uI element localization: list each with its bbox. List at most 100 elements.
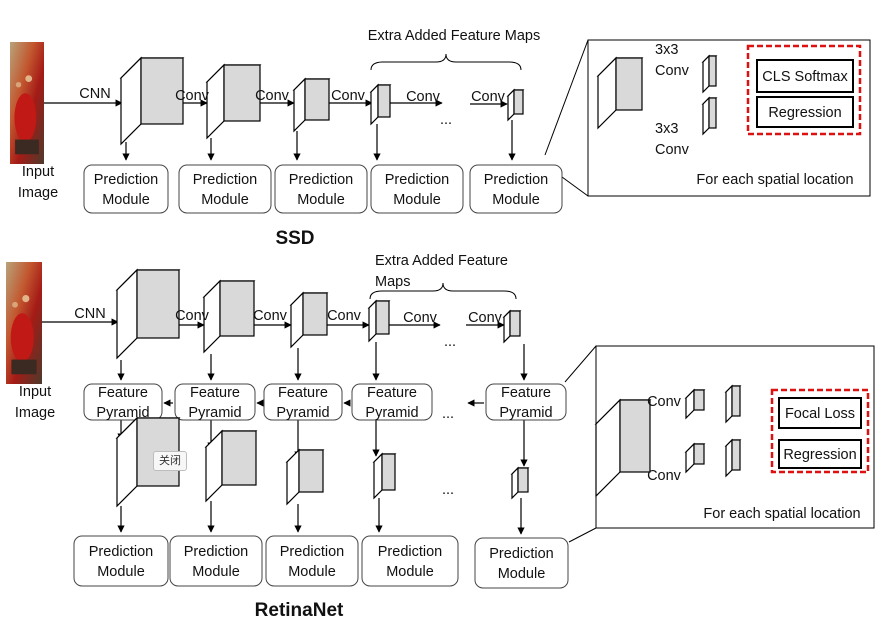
block-side: [120, 56, 142, 146]
ssd-head-conv-reg: [701, 96, 718, 136]
retinanet-prediction-module-label: Module: [386, 564, 434, 580]
retinanet-head-caption: For each spatial location: [703, 506, 860, 522]
block-side: [725, 384, 733, 424]
close-tooltip[interactable]: 关闭: [153, 451, 187, 471]
ssd-head-conv-label: Conv: [655, 142, 690, 158]
block-face: [708, 97, 717, 129]
retinanet-head-conv-label: Conv: [647, 468, 682, 484]
ssd-head-conv-label: 3x3: [655, 42, 678, 58]
ssd-cls-box: [756, 59, 854, 93]
block-face: [708, 55, 717, 87]
ssd-reg-label: Regression: [768, 105, 841, 121]
ssd-prediction-module-label: Prediction: [289, 172, 353, 188]
retinanet-prediction-module: [361, 535, 459, 587]
retinanet-prediction-module: [169, 535, 263, 587]
retinanet-feature-map-5: [502, 309, 522, 344]
retinanet-feature-map-1: [115, 268, 181, 360]
retinanet-feature-pyramid-label: Pyramid: [365, 405, 418, 421]
block-side: [293, 77, 306, 133]
block-side: [206, 63, 225, 140]
retinanet-conv-label: Conv: [327, 308, 362, 324]
retinanet-title: RetinaNet: [255, 600, 344, 621]
retinanet-prediction-module-label: Module: [97, 564, 145, 580]
block-face: [693, 443, 705, 465]
retinanet-prediction-module-label: Module: [192, 564, 240, 580]
ssd-prediction-module-label: Module: [297, 192, 345, 208]
ssd-title: SSD: [275, 228, 314, 249]
ssd-conv-label: Conv: [175, 88, 210, 104]
ssd-prediction-module: [274, 164, 368, 214]
photo-vehicle: [14, 93, 37, 143]
ssd-extra-label: Extra Added Feature Maps: [368, 28, 541, 44]
retinanet-cls-label: Focal Loss: [785, 406, 855, 422]
ssd-head-caption: For each spatial location: [696, 172, 853, 188]
retinanet-feature-map-3: [289, 291, 329, 349]
ssd-head-conv-label: Conv: [655, 63, 690, 79]
block-side: [373, 452, 383, 500]
block-face: [221, 430, 257, 486]
retinanet-prediction-module-label: Prediction: [489, 546, 553, 562]
input-image-icon: [6, 262, 42, 384]
ssd-prediction-module: [469, 164, 563, 214]
retinanet-feature-pyramid: [263, 383, 343, 421]
ssd-head-dashed-box: [746, 44, 862, 136]
retinanet-feature-pyramid: [174, 383, 256, 421]
ssd-prediction-module-label: Prediction: [94, 172, 158, 188]
ssd-head-feature-map: [596, 56, 644, 130]
retinanet-pyramid-map-4: [372, 452, 397, 500]
retinanet-feature-pyramid-label: Feature: [190, 385, 240, 401]
retinanet-feature-map-2: [202, 279, 256, 354]
block-face: [693, 389, 705, 411]
retinanet-feature-pyramid-label: Pyramid: [499, 405, 552, 421]
retinanet-prediction-module-label: Module: [498, 566, 546, 582]
retinanet-head-conv-b1: [684, 442, 706, 474]
retinanet-extra-label: Extra Added Feature: [375, 253, 508, 269]
retinanet-reg-box: [778, 439, 862, 469]
block-face: [731, 385, 741, 417]
block-face: [377, 84, 391, 118]
retinanet-prediction-module-label: Prediction: [89, 544, 153, 560]
retinanet-feature-pyramid-label: Feature: [278, 385, 328, 401]
retinanet-prediction-module: [265, 535, 359, 587]
block-face: [298, 449, 324, 493]
block-side: [725, 438, 733, 478]
retinanet-conv-label: Conv: [253, 308, 288, 324]
retinanet-pyramid-map-5: [510, 466, 530, 500]
retinanet-prediction-module-label: Prediction: [184, 544, 248, 560]
retinanet-prediction-module-label: Prediction: [378, 544, 442, 560]
retinanet-conv-label: Conv: [468, 310, 503, 326]
block-side: [370, 83, 379, 126]
ssd-ellipsis: ...: [440, 112, 452, 128]
ssd-prediction-module-label: Prediction: [385, 172, 449, 188]
ssd-extra-brace: [370, 53, 522, 71]
zoom-line: [544, 39, 589, 156]
retinanet-reg-label: Regression: [783, 447, 856, 463]
ssd-prediction-module-label: Module: [201, 192, 249, 208]
block-face: [219, 280, 255, 337]
ssd-prediction-module-label: Prediction: [484, 172, 548, 188]
zoom-line: [564, 345, 597, 383]
ssd-reg-box: [756, 96, 854, 128]
photo-ground: [11, 359, 37, 375]
block-face: [223, 64, 261, 122]
retinanet-head-conv-b2: [724, 438, 742, 478]
block-face: [140, 57, 184, 125]
retinanet-feature-pyramid: [83, 383, 163, 421]
block-side: [511, 466, 519, 500]
retinanet-feature-pyramid-label: Pyramid: [276, 405, 329, 421]
ssd-prediction-module: [370, 164, 464, 214]
photo-person: [22, 295, 30, 303]
ssd-head-conv-label: 3x3: [655, 121, 678, 137]
block-side: [205, 429, 223, 503]
block-side: [116, 268, 138, 360]
retinanet-head-conv-a2: [724, 384, 742, 424]
ssd-feature-map-1: [119, 56, 185, 146]
retinanet-feature-pyramid-label: Pyramid: [188, 405, 241, 421]
ssd-cls-label: CLS Softmax: [762, 69, 848, 85]
retinanet-head-conv-a1: [684, 388, 706, 420]
retinanet-prediction-module: [73, 535, 169, 587]
retinanet-feature-pyramid-label: Feature: [501, 385, 551, 401]
retinanet-prediction-module: [474, 537, 569, 589]
block-side: [286, 448, 300, 506]
photo-person: [12, 301, 18, 308]
